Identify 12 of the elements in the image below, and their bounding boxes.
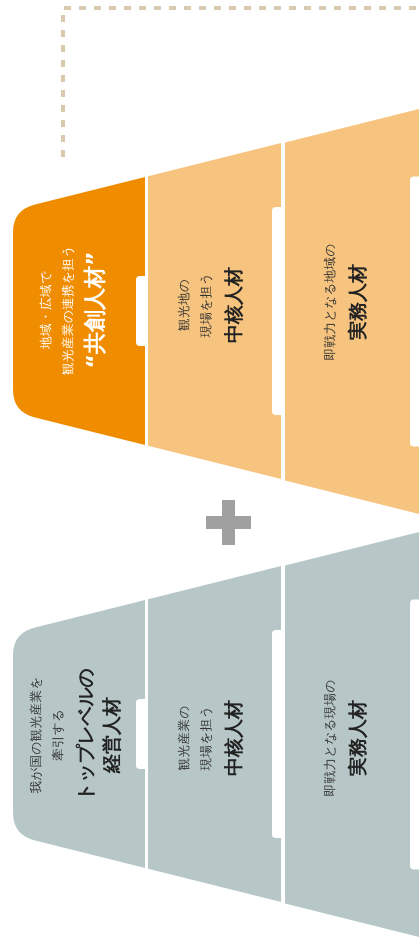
tier-title: トップレベルの経営人材 (74, 668, 124, 802)
tier-title: 実務人材 (346, 264, 370, 340)
tier-title: 中核人材 (222, 700, 246, 776)
tier-description: 我が国の観光産業を牽引する (27, 676, 66, 794)
tier-description: 観光産業の現場を担う (175, 706, 214, 770)
tier-description: 即戦力となる地域の (321, 244, 338, 360)
tier-description: 即戦力となる現場の (321, 680, 338, 796)
tier-title: 中核人材 (222, 267, 246, 343)
tier-title: 実務人材 (346, 700, 370, 776)
tier-description: 地域・広域で観光産業の連携を担う (37, 245, 76, 375)
tier-title: “共創人材” (83, 252, 109, 368)
tier-description: 観光地の現場を担う (175, 272, 214, 338)
